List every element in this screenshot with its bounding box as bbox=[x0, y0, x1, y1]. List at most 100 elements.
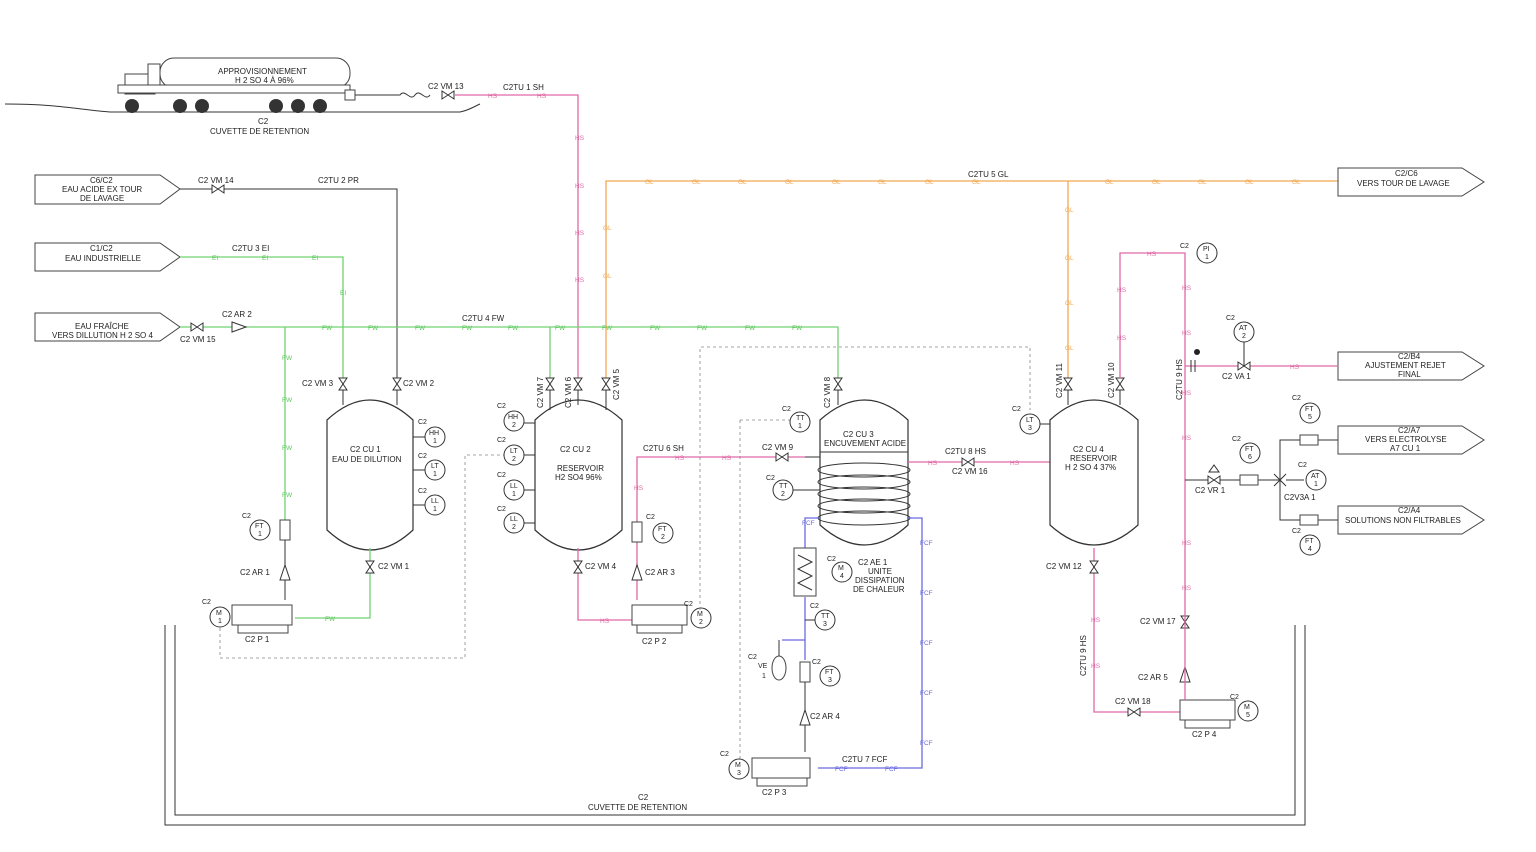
svg-text:FW: FW bbox=[282, 397, 293, 404]
svg-text:EAU DE DILUTION: EAU DE DILUTION bbox=[332, 455, 402, 464]
svg-text:C2V3A 1: C2V3A 1 bbox=[1284, 493, 1316, 502]
truck-cuvette-label: CUVETTE DE RETENTION bbox=[210, 127, 309, 136]
svg-text:C2: C2 bbox=[1180, 243, 1189, 250]
svg-text:C2 CU 1: C2 CU 1 bbox=[350, 445, 381, 454]
svg-text:GL: GL bbox=[832, 179, 841, 186]
svg-text:HS: HS bbox=[1182, 285, 1192, 292]
svg-text:C2 P 3: C2 P 3 bbox=[762, 788, 787, 797]
svg-text:C2: C2 bbox=[1230, 694, 1239, 701]
instrument-lt2 bbox=[503, 444, 525, 466]
svg-text:C2 VM 7: C2 VM 7 bbox=[536, 376, 545, 408]
svg-text:HS: HS bbox=[634, 485, 644, 492]
pump-p2[interactable] bbox=[631, 604, 712, 634]
pump-p3[interactable] bbox=[728, 757, 811, 787]
heat-exchanger-ae1 bbox=[793, 547, 853, 597]
valve-vm16[interactable] bbox=[961, 457, 975, 467]
three-way-valve-v3a1[interactable] bbox=[1273, 468, 1287, 492]
svg-text:C2/B4: C2/B4 bbox=[1398, 352, 1421, 361]
svg-text:FCF: FCF bbox=[920, 690, 933, 697]
svg-text:2: 2 bbox=[699, 619, 703, 626]
tu4-label: C2TU 4 FW bbox=[462, 314, 505, 323]
valve-vm14[interactable] bbox=[211, 184, 225, 194]
instrument-ll2 bbox=[503, 512, 525, 534]
svg-text:HS: HS bbox=[575, 183, 585, 190]
svg-text:1: 1 bbox=[1205, 254, 1209, 261]
valve-vm7[interactable] bbox=[545, 377, 555, 391]
svg-text:C2: C2 bbox=[1232, 436, 1241, 443]
svg-text:HH: HH bbox=[429, 430, 439, 437]
svg-text:C2 VM 6: C2 VM 6 bbox=[564, 376, 573, 408]
instrument-at2 bbox=[1233, 321, 1255, 343]
svg-text:C2 AR 1: C2 AR 1 bbox=[240, 568, 270, 577]
pump-p4[interactable] bbox=[1179, 699, 1259, 729]
svg-text:EAU FRAÎCHE: EAU FRAÎCHE bbox=[75, 322, 129, 331]
svg-text:C2 VM 2: C2 VM 2 bbox=[403, 379, 435, 388]
offpage-electrolyse: C2/A7 VERS ELECTROLYSE A7 CU 1 bbox=[1337, 425, 1485, 455]
svg-text:LL: LL bbox=[431, 498, 439, 505]
valve-vm15[interactable] bbox=[190, 322, 204, 332]
svg-text:C2 CU 3: C2 CU 3 bbox=[843, 430, 874, 439]
valve-vm9[interactable] bbox=[775, 452, 789, 462]
retention-basin bbox=[164, 625, 1306, 826]
valve-vm13[interactable] bbox=[441, 90, 455, 100]
check-valve-ar4[interactable] bbox=[799, 708, 811, 726]
vessel-cu3 bbox=[819, 399, 909, 546]
tu6-label: C2TU 6 SH bbox=[643, 444, 684, 453]
svg-text:DISSIPATION: DISSIPATION bbox=[855, 576, 905, 585]
svg-text:HH: HH bbox=[508, 414, 518, 421]
check-valve-ar3[interactable] bbox=[631, 563, 643, 581]
tu3-label: C2TU 3 EI bbox=[232, 244, 269, 253]
valve-vm2[interactable] bbox=[392, 377, 402, 391]
svg-text:FT: FT bbox=[825, 669, 834, 676]
svg-text:LL: LL bbox=[510, 516, 518, 523]
svg-text:C6/C2: C6/C2 bbox=[90, 176, 113, 185]
svg-text:2: 2 bbox=[1242, 333, 1246, 340]
svg-text:C2: C2 bbox=[497, 437, 506, 444]
svg-text:FW: FW bbox=[555, 325, 566, 332]
svg-text:SOLUTIONS NON FILTRABLES: SOLUTIONS NON FILTRABLES bbox=[1345, 516, 1461, 525]
svg-text:FCF: FCF bbox=[802, 520, 815, 527]
svg-text:2: 2 bbox=[512, 422, 516, 429]
svg-text:VERS TOUR DE LAVAGE: VERS TOUR DE LAVAGE bbox=[1357, 179, 1450, 188]
valve-vm10[interactable] bbox=[1115, 377, 1125, 391]
svg-text:C2 AR 5: C2 AR 5 bbox=[1138, 673, 1168, 682]
valve-vm18[interactable] bbox=[1127, 707, 1141, 717]
valve-vm11[interactable] bbox=[1063, 377, 1073, 391]
valve-vr1[interactable] bbox=[1207, 475, 1221, 485]
tu9-label: C2TU 9 HS bbox=[1175, 359, 1184, 400]
valve-vm8[interactable] bbox=[833, 377, 843, 391]
pump-p1[interactable] bbox=[209, 604, 293, 634]
instrument-lt1 bbox=[424, 459, 446, 481]
svg-text:C2: C2 bbox=[812, 659, 821, 666]
svg-text:HS: HS bbox=[675, 455, 685, 462]
svg-text:2: 2 bbox=[781, 491, 785, 498]
svg-text:C2: C2 bbox=[646, 514, 655, 521]
check-valve-ar2[interactable] bbox=[231, 321, 248, 333]
svg-text:1: 1 bbox=[762, 673, 766, 680]
valve-vm6[interactable] bbox=[573, 377, 583, 391]
tu8-label: C2TU 8 HS bbox=[945, 447, 986, 456]
instrument-tt1 bbox=[789, 411, 811, 433]
svg-text:HS: HS bbox=[1117, 335, 1127, 342]
svg-text:GL: GL bbox=[692, 179, 701, 186]
svg-text:RESERVOIR: RESERVOIR bbox=[1070, 454, 1117, 463]
check-valve-ar1[interactable] bbox=[279, 563, 291, 581]
svg-text:C2 AR 2: C2 AR 2 bbox=[222, 310, 252, 319]
svg-text:GL: GL bbox=[785, 179, 794, 186]
valve-vm5[interactable] bbox=[601, 377, 611, 391]
svg-text:H 2 SO 4 37%: H 2 SO 4 37% bbox=[1065, 463, 1116, 472]
svg-text:C2/A4: C2/A4 bbox=[1398, 506, 1421, 515]
svg-text:HS: HS bbox=[1182, 435, 1192, 442]
svg-text:M: M bbox=[1244, 704, 1250, 711]
valve-vm12[interactable] bbox=[1089, 560, 1099, 574]
valve-vm4[interactable] bbox=[573, 560, 583, 574]
svg-text:C2 VA 1: C2 VA 1 bbox=[1222, 372, 1251, 381]
svg-text:H2 SO4 96%: H2 SO4 96% bbox=[555, 473, 602, 482]
vm13-label: C2 VM 13 bbox=[428, 82, 464, 91]
svg-text:C2 P 1: C2 P 1 bbox=[245, 635, 270, 644]
svg-text:FW: FW bbox=[282, 445, 293, 452]
valve-vm1[interactable] bbox=[365, 560, 375, 574]
valve-vm3[interactable] bbox=[338, 377, 348, 391]
tu1-label: C2TU 1 SH bbox=[503, 83, 544, 92]
svg-text:1: 1 bbox=[258, 531, 262, 538]
